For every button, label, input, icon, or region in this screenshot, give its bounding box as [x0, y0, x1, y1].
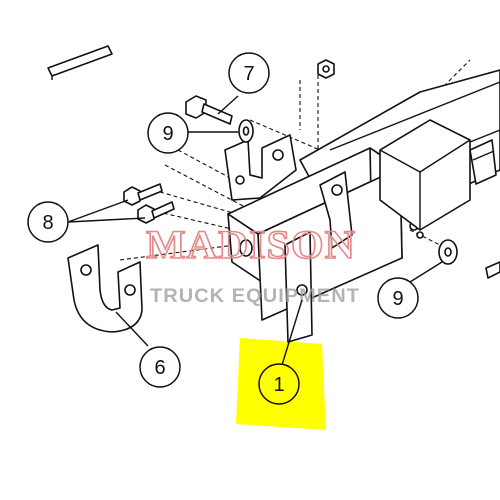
washer-icon [438, 239, 458, 265]
main-bracket [227, 119, 471, 343]
flat-bar-fragment [47, 45, 113, 80]
callout-1-label: 1 [273, 374, 284, 396]
watermark-sub: TRUCK EQUIPMENT [150, 286, 360, 307]
callout-7-label: 7 [243, 63, 254, 85]
callout-8: 8 [27, 201, 69, 243]
callout-9-upper-label: 9 [162, 123, 173, 145]
hardware [123, 59, 500, 279]
callout-8-label: 8 [42, 212, 53, 234]
lower-u-bracket [67, 244, 143, 333]
bolt-icon [123, 183, 163, 206]
nut-icon [317, 59, 335, 79]
washer-icon [238, 119, 254, 143]
callout-7: 7 [228, 52, 270, 94]
callout-1: 1 [258, 363, 300, 405]
watermark: MADISON TRUCK EQUIPMENT [145, 221, 360, 307]
upper-u-bracket [224, 134, 297, 201]
bolt-icon [137, 201, 175, 224]
callout-9-lower: 9 [377, 277, 419, 319]
callout-9-upper: 9 [147, 112, 189, 154]
callout-9-lower-label: 9 [392, 288, 403, 310]
leader-lines [67, 95, 443, 366]
watermark-main: MADISON [146, 222, 356, 267]
pin-icon [485, 261, 500, 279]
callout-6: 6 [139, 346, 181, 388]
bolt-icon [185, 95, 233, 125]
callout-6-label: 6 [154, 357, 165, 379]
